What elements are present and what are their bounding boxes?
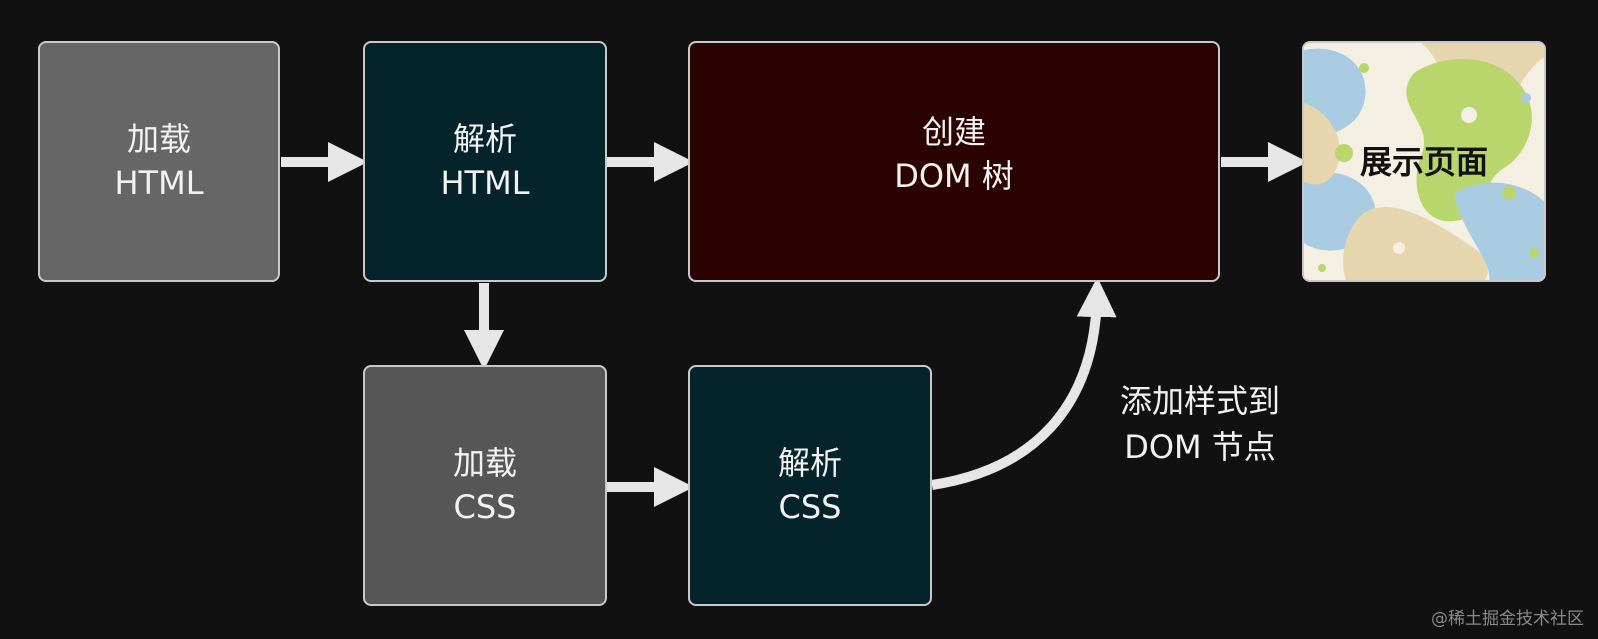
abstract-page-illustration [1304,43,1544,280]
edge-label-add-styles: 添加样式到 DOM 节点 [1100,378,1300,471]
node-show-page-label: 展示页面 [1359,143,1488,181]
node-load-css-line2: CSS [453,487,517,526]
watermark: @稀土掘金技术社区 [1431,609,1584,629]
node-parse-html: 解析 HTML [363,41,607,282]
node-load-css: 加载 CSS [363,365,607,606]
node-load-html-line1: 加载 [126,120,191,159]
node-parse-css-line2: CSS [778,487,842,526]
node-create-dom-line2: DOM 树 [894,156,1014,195]
node-create-dom: 创建 DOM 树 [688,41,1220,282]
node-load-css-line1: 加载 [452,444,517,483]
edge-label-line1: 添加样式到 [1119,382,1280,420]
node-load-html-line2: HTML [114,163,204,202]
node-show-page: 展示页面 [1302,41,1546,282]
node-parse-css: 解析 CSS [688,365,932,606]
node-create-dom-line1: 创建 [921,113,986,152]
arrow-parse-css-to-create-dom [931,277,1117,490]
node-parse-css-line1: 解析 [777,444,842,483]
node-parse-html-line1: 解析 [452,120,517,159]
node-parse-html-line2: HTML [440,163,530,202]
node-load-html: 加载 HTML [38,41,280,282]
edge-label-line2: DOM 节点 [1124,428,1276,467]
